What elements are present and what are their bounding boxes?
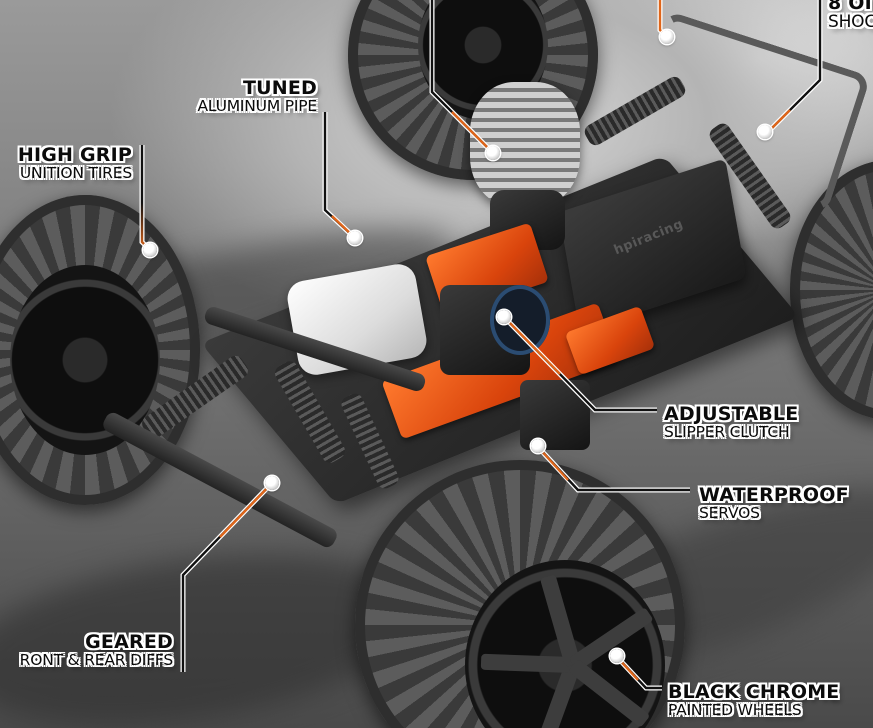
engine-head (470, 82, 580, 207)
front-tire-bottom (355, 460, 685, 728)
callout-dot-pipe (348, 231, 362, 245)
callout-dot-tires (143, 243, 157, 257)
callout-subtitle: SERVOS (699, 504, 760, 522)
callout-dot-shocks (758, 125, 772, 139)
callout-tires: HIGH GRIP UNITION TIRES (18, 146, 132, 182)
callout-subtitle: ALUMINUM PIPE (197, 97, 318, 115)
callout-dot-wheels (610, 649, 624, 663)
callout-subtitle: SHOC (828, 12, 873, 32)
callout-title: ADJUSTABLE (664, 403, 799, 425)
callout-dot-clutch (497, 310, 511, 324)
callout-dot-diffs (265, 476, 279, 490)
callout-subtitle: SLIPPER CLUTCH (664, 423, 790, 441)
callout-subtitle: UNITION TIRES (19, 164, 132, 182)
callout-dot-shocks-top (660, 30, 674, 44)
callout-title: TUNED (242, 77, 317, 99)
callout-wheels: BLACK CHROME PAINTED WHEELS (668, 683, 840, 719)
callout-diffs: GEARED RONT & REAR DIFFS (19, 631, 174, 669)
callout-clutch: ADJUSTABLE SLIPPER CLUTCH (664, 405, 798, 441)
callout-pipe: TUNED ALUMINUM PIPE (197, 77, 318, 115)
callout-title: GEARED (85, 631, 173, 653)
callout-servos: WATERPROOF SERVOS (699, 486, 849, 522)
callout-title: 8 OI (828, 0, 872, 14)
callout-title: WATERPROOF (699, 484, 849, 506)
callout-title: BLACK CHROME (668, 681, 840, 703)
callout-title: HIGH GRIP (17, 144, 132, 166)
callout-dot-servos (531, 439, 545, 453)
callout-shocks: 8 OI SHOC (828, 0, 873, 31)
callout-subtitle: RONT & REAR DIFFS (19, 651, 174, 669)
callout-dot-engine (486, 146, 500, 160)
callout-subtitle: PAINTED WHEELS (668, 701, 802, 719)
